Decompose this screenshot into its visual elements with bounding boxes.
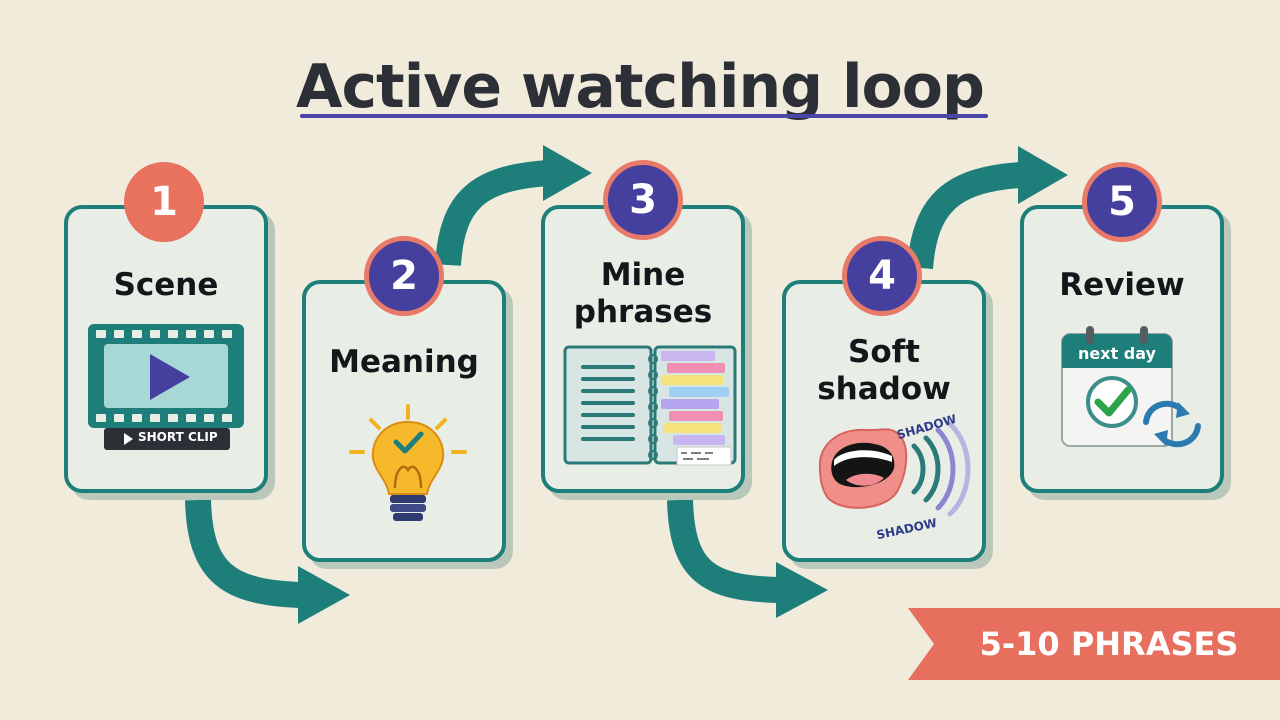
arrowhead-1: [298, 566, 350, 624]
page-title: Active watching loop: [296, 52, 985, 122]
phrases-ribbon: [908, 608, 1280, 680]
step-label-line2: shadow: [817, 371, 951, 407]
speaking-mouth-icon: [818, 421, 971, 517]
lightbulb-icon: [349, 404, 467, 521]
arrowhead-3: [776, 562, 828, 618]
step-badge-4: 4: [842, 236, 922, 316]
arrowhead-2: [543, 145, 592, 201]
step-badge-2: 2: [364, 236, 444, 316]
step-badge-3: 3: [603, 160, 683, 240]
calendar-label: next day: [1078, 344, 1156, 363]
title-underline: [300, 114, 988, 118]
step-label-line1: Soft: [848, 334, 920, 370]
arrow-2-to-3: [435, 160, 550, 266]
calendar-check-icon: [1061, 326, 1201, 448]
clip-caption: SHORT CLIP: [138, 430, 218, 444]
step-label: Scene: [113, 267, 219, 303]
step-badge-5: 5: [1082, 162, 1162, 242]
arrow-3-to-4: [667, 499, 779, 603]
arrow-4-to-5: [907, 162, 1022, 270]
step-label-line2: phrases: [573, 294, 713, 330]
phrases-ribbon-text: 5-10 PHRASES: [979, 625, 1239, 663]
step-label: Meaning: [329, 344, 479, 380]
step-badge-1: 1: [124, 162, 204, 242]
step-label-line1: Mine: [600, 257, 686, 293]
notebook-icon: [563, 345, 737, 466]
step-label: Review: [1059, 267, 1185, 303]
arrowhead-4: [1018, 146, 1068, 204]
video-clip-icon: [88, 324, 244, 450]
arrow-1-to-2: [185, 499, 301, 608]
